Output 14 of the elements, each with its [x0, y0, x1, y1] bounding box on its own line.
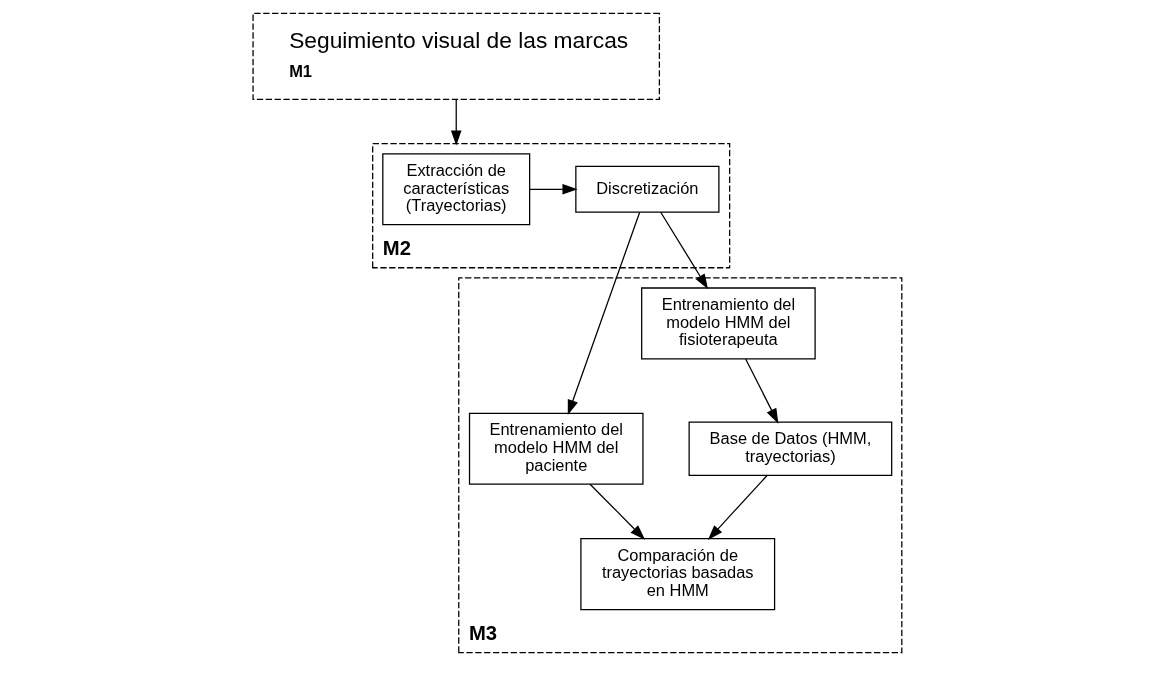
node-box: Seguimiento visual de las marcas M1: [252, 12, 661, 101]
node-box: Entrenamiento del modelo HMM del fisioterapeuta: [641, 287, 816, 360]
node-box: Base de Datos (HMM, trayectorias): [688, 421, 893, 476]
arrow: [660, 211, 709, 290]
arrow: [567, 211, 641, 416]
node-box: Entrenamiento del modelo HMM del paciente: [468, 412, 644, 485]
node-box: Extracción de características (Trayectorias): [382, 153, 531, 226]
arrow: [529, 183, 578, 195]
arrow: [707, 474, 768, 540]
arrow: [450, 98, 462, 146]
node-box: Comparación de trayectorias basadas en HMM: [580, 538, 776, 611]
arrow: [745, 358, 779, 424]
arrow: [589, 483, 646, 540]
node-box: Discretización: [575, 165, 720, 213]
